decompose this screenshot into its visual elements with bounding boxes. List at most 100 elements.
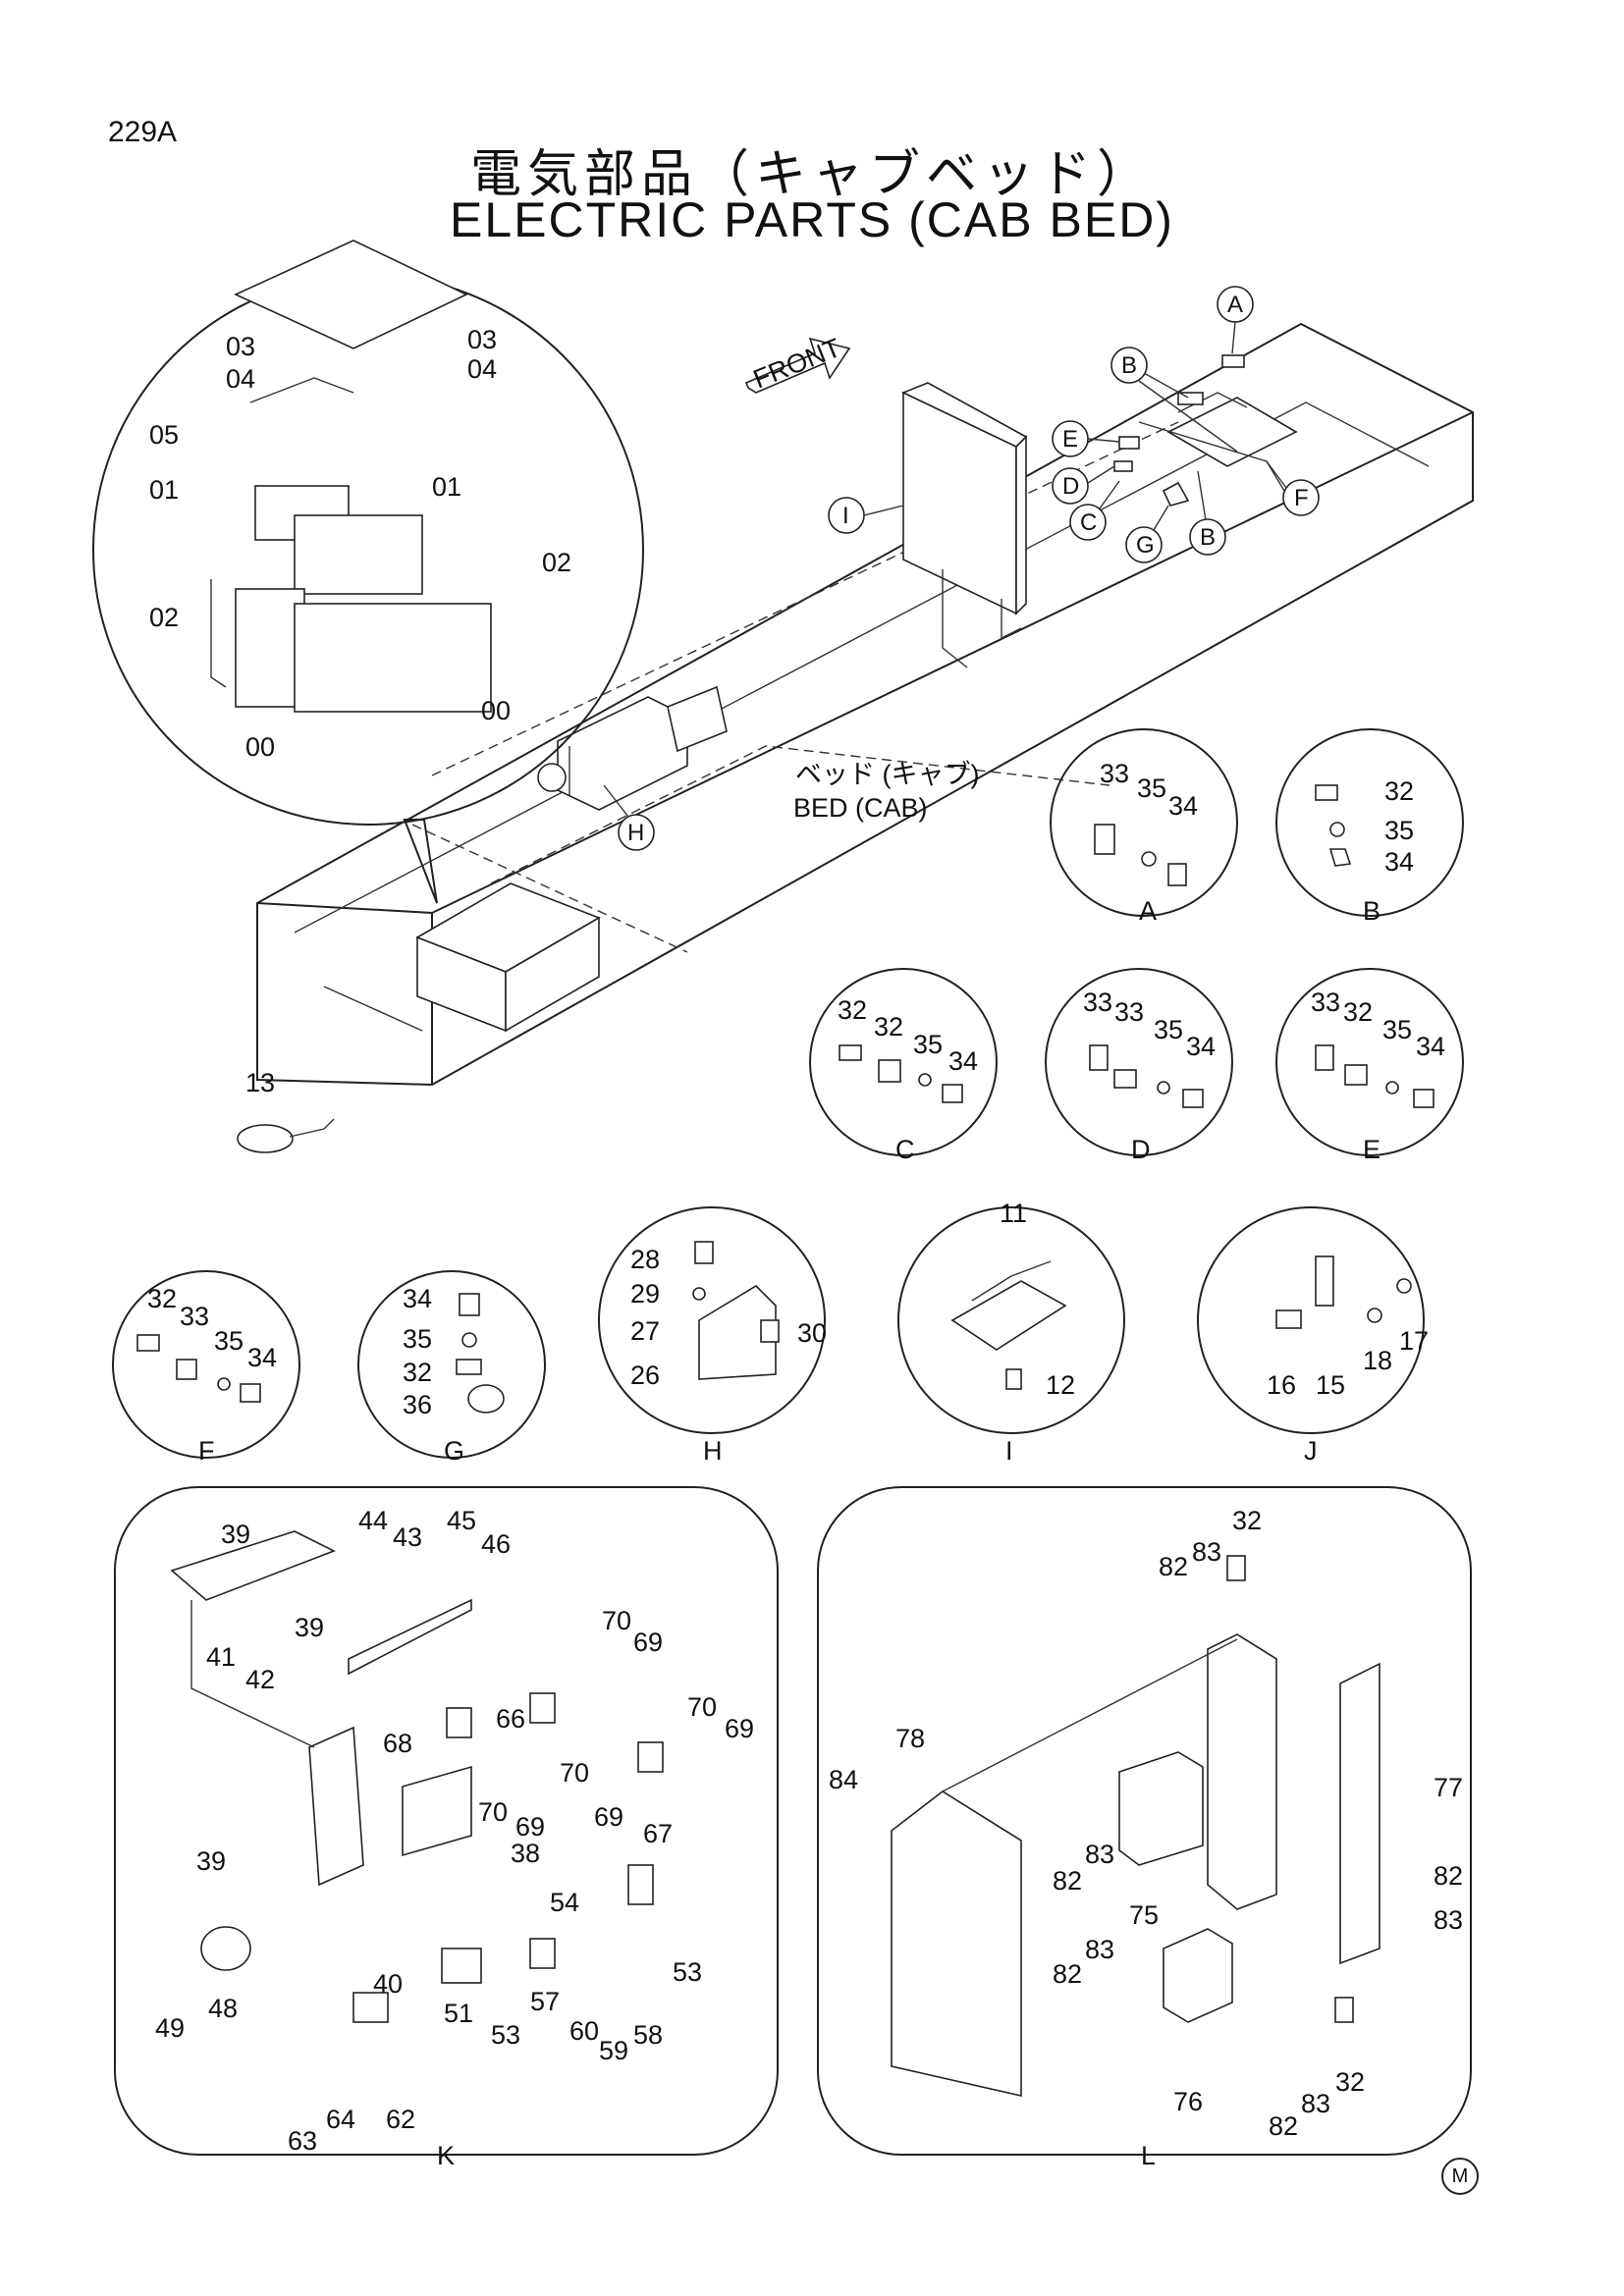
svg-text:70: 70	[687, 1692, 717, 1722]
svg-text:68: 68	[383, 1729, 412, 1758]
controller-unit	[901, 382, 1028, 668]
svg-text:00: 00	[245, 732, 275, 762]
svg-text:33: 33	[180, 1302, 209, 1331]
svg-text:15: 15	[1316, 1370, 1345, 1400]
svg-text:35: 35	[913, 1030, 943, 1059]
svg-text:84: 84	[829, 1765, 858, 1794]
svg-text:33: 33	[1100, 759, 1129, 788]
svg-text:33: 33	[1311, 988, 1340, 1017]
svg-text:43: 43	[393, 1522, 422, 1552]
svg-text:12: 12	[1046, 1370, 1075, 1400]
detail-h: 28 29 27 26 30 H	[598, 1206, 827, 1466]
svg-text:76: 76	[1173, 2087, 1203, 2116]
svg-text:39: 39	[295, 1613, 324, 1642]
publisher-mark: M	[1441, 2158, 1479, 2195]
svg-text:D: D	[1131, 1135, 1151, 1164]
svg-text:82: 82	[1053, 1959, 1082, 1989]
svg-text:78: 78	[895, 1724, 925, 1753]
svg-text:00: 00	[481, 696, 511, 725]
svg-text:70: 70	[478, 1797, 508, 1827]
svg-text:40: 40	[373, 1969, 403, 1999]
svg-text:29: 29	[630, 1279, 660, 1308]
svg-text:B: B	[1121, 352, 1137, 379]
svg-text:82: 82	[1269, 2111, 1298, 2141]
svg-text:D: D	[1062, 473, 1079, 500]
svg-text:03: 03	[226, 332, 255, 361]
detail-a: 33 35 34 A	[1050, 728, 1238, 926]
svg-text:58: 58	[633, 2020, 663, 2050]
svg-text:32: 32	[1335, 2067, 1365, 2097]
svg-text:02: 02	[149, 603, 179, 632]
svg-text:57: 57	[530, 1987, 560, 2016]
svg-text:FRONT: FRONT	[749, 333, 844, 395]
svg-text:01: 01	[149, 475, 179, 505]
svg-text:49: 49	[155, 2013, 185, 2043]
svg-text:33: 33	[1083, 988, 1112, 1017]
detail-k: 39 44 43 45 46 41 42 39 70 69 66 68 70 6…	[114, 1486, 779, 2170]
page-number: 229A	[108, 116, 178, 148]
svg-text:32: 32	[147, 1284, 177, 1313]
detail-i: 11 12 I	[897, 1199, 1125, 1466]
detail-c: 32 32 35 34 C	[809, 968, 998, 1164]
svg-text:I: I	[1005, 1436, 1013, 1466]
svg-text:27: 27	[630, 1316, 660, 1346]
svg-text:F: F	[198, 1436, 215, 1466]
svg-text:83: 83	[1301, 2089, 1330, 2118]
detail-g: 34 35 32 36 G	[357, 1270, 546, 1466]
svg-text:44: 44	[358, 1506, 388, 1535]
rear-bracket-cluster	[1113, 354, 1298, 511]
svg-text:35: 35	[214, 1326, 244, 1356]
page-title-japanese: 電気部品（キャブベッド）	[469, 146, 1154, 203]
bed-label-english: BED (CAB)	[793, 793, 928, 823]
svg-text:63: 63	[288, 2126, 317, 2156]
svg-text:35: 35	[1382, 1015, 1412, 1044]
front-arrow: FRONT	[744, 333, 851, 395]
svg-text:02: 02	[542, 548, 571, 577]
svg-text:32: 32	[403, 1358, 432, 1387]
svg-text:34: 34	[1186, 1032, 1216, 1061]
svg-text:16: 16	[1267, 1370, 1296, 1400]
svg-text:45: 45	[447, 1506, 476, 1535]
bed-label-japanese: ベッド (キャブ)	[795, 760, 979, 789]
svg-text:L: L	[1141, 2141, 1156, 2170]
svg-text:34: 34	[1416, 1032, 1445, 1061]
svg-text:53: 53	[491, 2020, 520, 2050]
svg-text:35: 35	[403, 1324, 432, 1354]
svg-text:28: 28	[630, 1245, 660, 1274]
svg-text:F: F	[1294, 485, 1309, 511]
svg-text:30: 30	[797, 1318, 827, 1348]
svg-text:70: 70	[602, 1606, 631, 1635]
main-callouts: A B B E D C G F I H ベッド (キャブ) BED (CAB)	[603, 286, 1320, 851]
svg-text:34: 34	[1384, 847, 1414, 877]
svg-text:34: 34	[247, 1343, 277, 1372]
svg-text:69: 69	[594, 1802, 623, 1832]
svg-text:34: 34	[948, 1046, 978, 1076]
svg-text:04: 04	[467, 354, 497, 384]
svg-text:18: 18	[1363, 1346, 1392, 1375]
svg-text:32: 32	[1232, 1506, 1262, 1535]
svg-text:42: 42	[245, 1665, 275, 1694]
svg-text:35: 35	[1384, 816, 1414, 845]
svg-text:83: 83	[1085, 1840, 1114, 1869]
svg-text:67: 67	[643, 1819, 673, 1848]
svg-text:38: 38	[511, 1839, 540, 1868]
detail-a-label: A	[1139, 896, 1157, 926]
svg-text:69: 69	[633, 1628, 663, 1657]
svg-text:39: 39	[221, 1520, 250, 1549]
svg-text:36: 36	[403, 1390, 432, 1419]
svg-text:32: 32	[874, 1012, 903, 1041]
page-title-english: ELECTRIC PARTS (CAB BED)	[450, 192, 1174, 247]
svg-text:39: 39	[196, 1846, 226, 1876]
svg-text:11: 11	[1000, 1199, 1027, 1228]
svg-text:41: 41	[206, 1642, 236, 1672]
svg-text:B: B	[1200, 524, 1216, 551]
svg-text:82: 82	[1053, 1866, 1082, 1896]
detail-e: 33 32 35 34 E	[1275, 968, 1464, 1164]
svg-text:H: H	[703, 1436, 723, 1466]
svg-text:82: 82	[1434, 1861, 1463, 1891]
svg-text:34: 34	[1168, 791, 1198, 821]
svg-text:34: 34	[403, 1284, 432, 1313]
svg-text:32: 32	[1384, 776, 1414, 806]
svg-text:53: 53	[673, 1957, 702, 1987]
svg-text:G: G	[1136, 532, 1155, 559]
